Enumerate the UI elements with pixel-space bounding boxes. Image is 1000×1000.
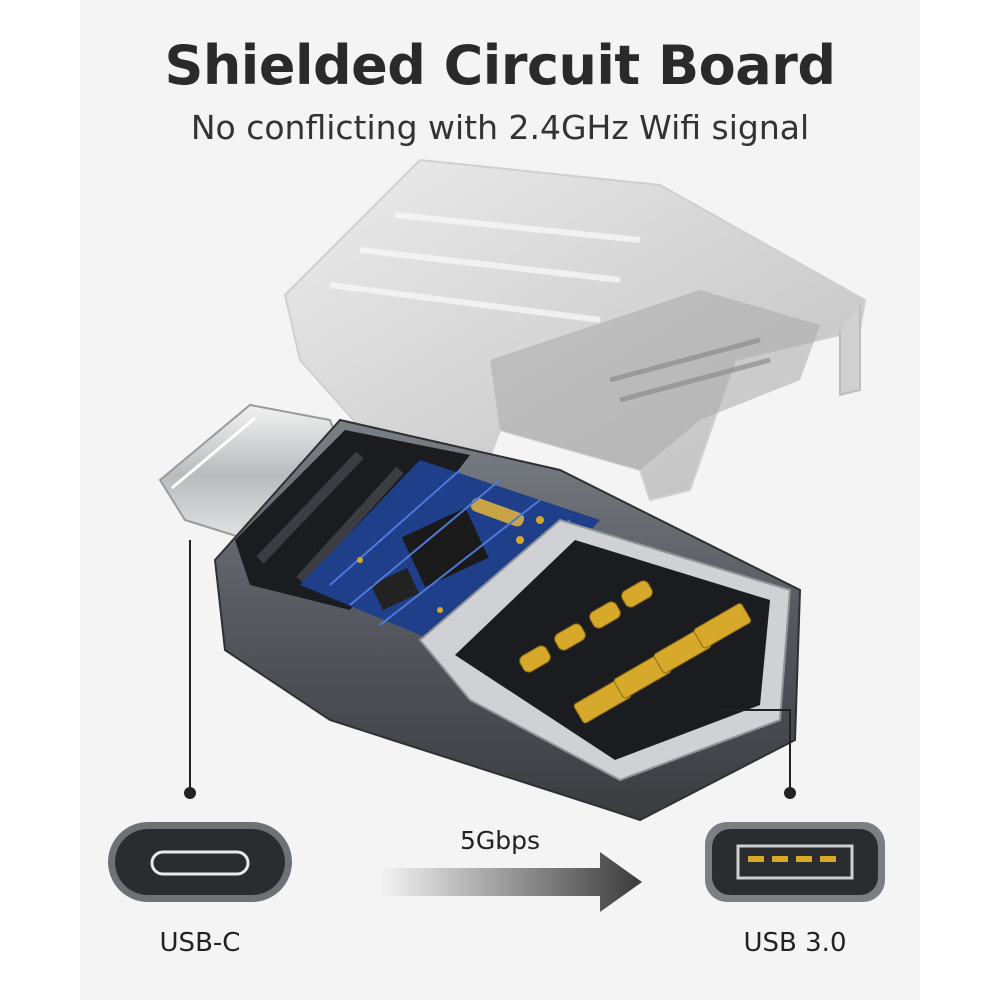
- usb-3-label: USB 3.0: [743, 928, 847, 958]
- usb-c-label: USB-C: [159, 928, 241, 958]
- usb-c-port-icon: [108, 822, 292, 902]
- page-title: Shielded Circuit Board: [164, 34, 836, 97]
- page-subtitle: No conflicting with 2.4GHz Wifi signal: [190, 108, 810, 147]
- gold-contacts: [519, 580, 752, 724]
- speed-label: 5Gbps: [459, 826, 541, 855]
- crystal-oscillator: [470, 497, 525, 527]
- callout-lines: [189, 540, 791, 790]
- chip-small: [370, 567, 420, 611]
- usb-a-socket: [418, 518, 792, 782]
- usb-3-port-icon: [705, 822, 885, 902]
- chip-main: [401, 507, 489, 588]
- callout-dot-right: [784, 787, 796, 799]
- callout-dot-left: [184, 787, 196, 799]
- transfer-arrow-icon: [380, 852, 642, 912]
